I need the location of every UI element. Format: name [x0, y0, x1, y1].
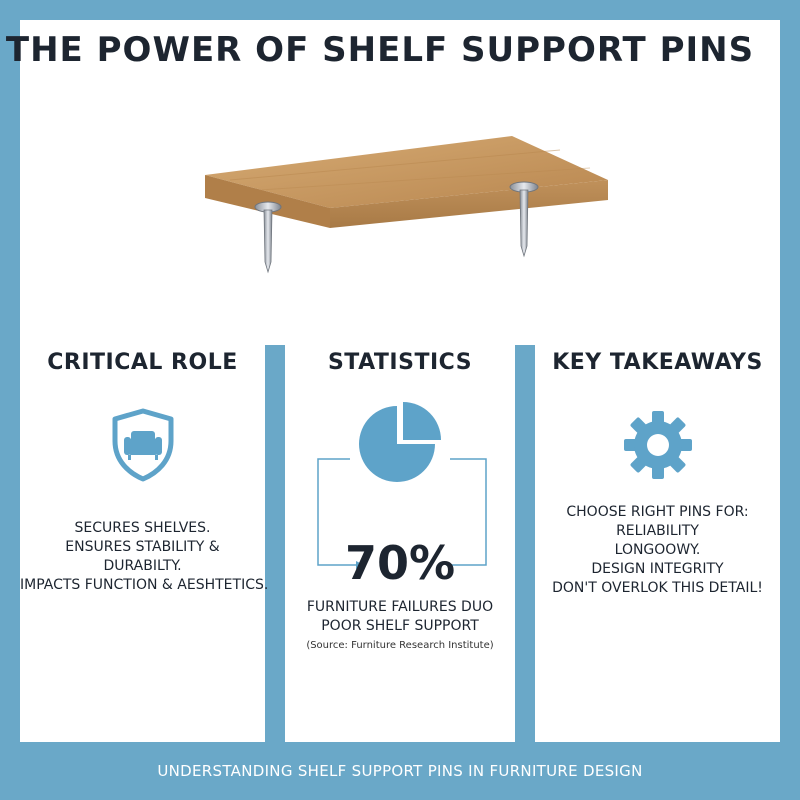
critical-role-line: IMPACTS FUNCTION & AESHTETICS.	[20, 577, 269, 593]
critical-role-line: ENSURES STABILITY &	[65, 539, 220, 555]
footer-caption: UNDERSTANDING SHELF SUPPORT PINS IN FURN…	[157, 762, 643, 780]
gear-icon	[535, 405, 780, 485]
critical-role-text: SECURES SHELVES. ENSURES STABILITY & DUR…	[20, 519, 269, 595]
critical-role-line: DURABILTY.	[103, 558, 182, 574]
statistics-line: POOR SHELF SUPPORT	[321, 618, 479, 634]
shelf-board	[205, 136, 608, 228]
critical-role-column: CRITICAL ROLE SECURES SHELVES. ENSURES S…	[20, 320, 269, 595]
statistics-source: (Source: Furniture Research Institute)	[306, 640, 494, 651]
column-divider-right	[515, 345, 535, 742]
key-takeaways-line: DON'T OVERLOK THIS DETAIL!	[552, 580, 763, 596]
critical-role-heading: CRITICAL ROLE	[47, 350, 238, 375]
key-takeaways-line: RELIABILITY	[616, 523, 699, 539]
shield-sofa-icon	[20, 405, 265, 485]
statistics-column: STATISTICS	[285, 320, 515, 375]
key-takeaways-line: DESIGN INTEGRITY	[591, 561, 724, 577]
column-divider-left	[265, 345, 285, 742]
key-takeaways-line: LONGOOWY.	[614, 542, 701, 558]
statistics-heading: STATISTICS	[327, 350, 473, 375]
statistics-text: FURNITURE FAILURES DUO POOR SHELF SUPPOR…	[285, 598, 515, 655]
key-takeaways-text: CHOOSE RIGHT PINS FOR: RELIABILITY LONGO…	[535, 503, 780, 598]
shelf-illustration	[205, 136, 608, 274]
page-title: THE POWER OF SHELF SUPPORT PINS	[5, 30, 755, 70]
support-pin-left	[254, 201, 282, 274]
key-takeaways-column: KEY TAKEAWAYS CHOOSE RIGHT PINS FOR: REL…	[535, 320, 780, 598]
statistics-bracket-arrow	[317, 458, 487, 569]
content-panel	[20, 20, 780, 742]
statistics-line: FURNITURE FAILURES DUO	[306, 599, 494, 615]
critical-role-line: SECURES SHELVES.	[74, 520, 211, 536]
key-takeaways-heading: KEY TAKEAWAYS	[552, 350, 763, 375]
statistics-percent: 70%	[344, 536, 456, 590]
support-pin-right	[509, 181, 539, 258]
pie-chart-icon	[359, 402, 441, 482]
key-takeaways-line: CHOOSE RIGHT PINS FOR:	[566, 504, 749, 520]
